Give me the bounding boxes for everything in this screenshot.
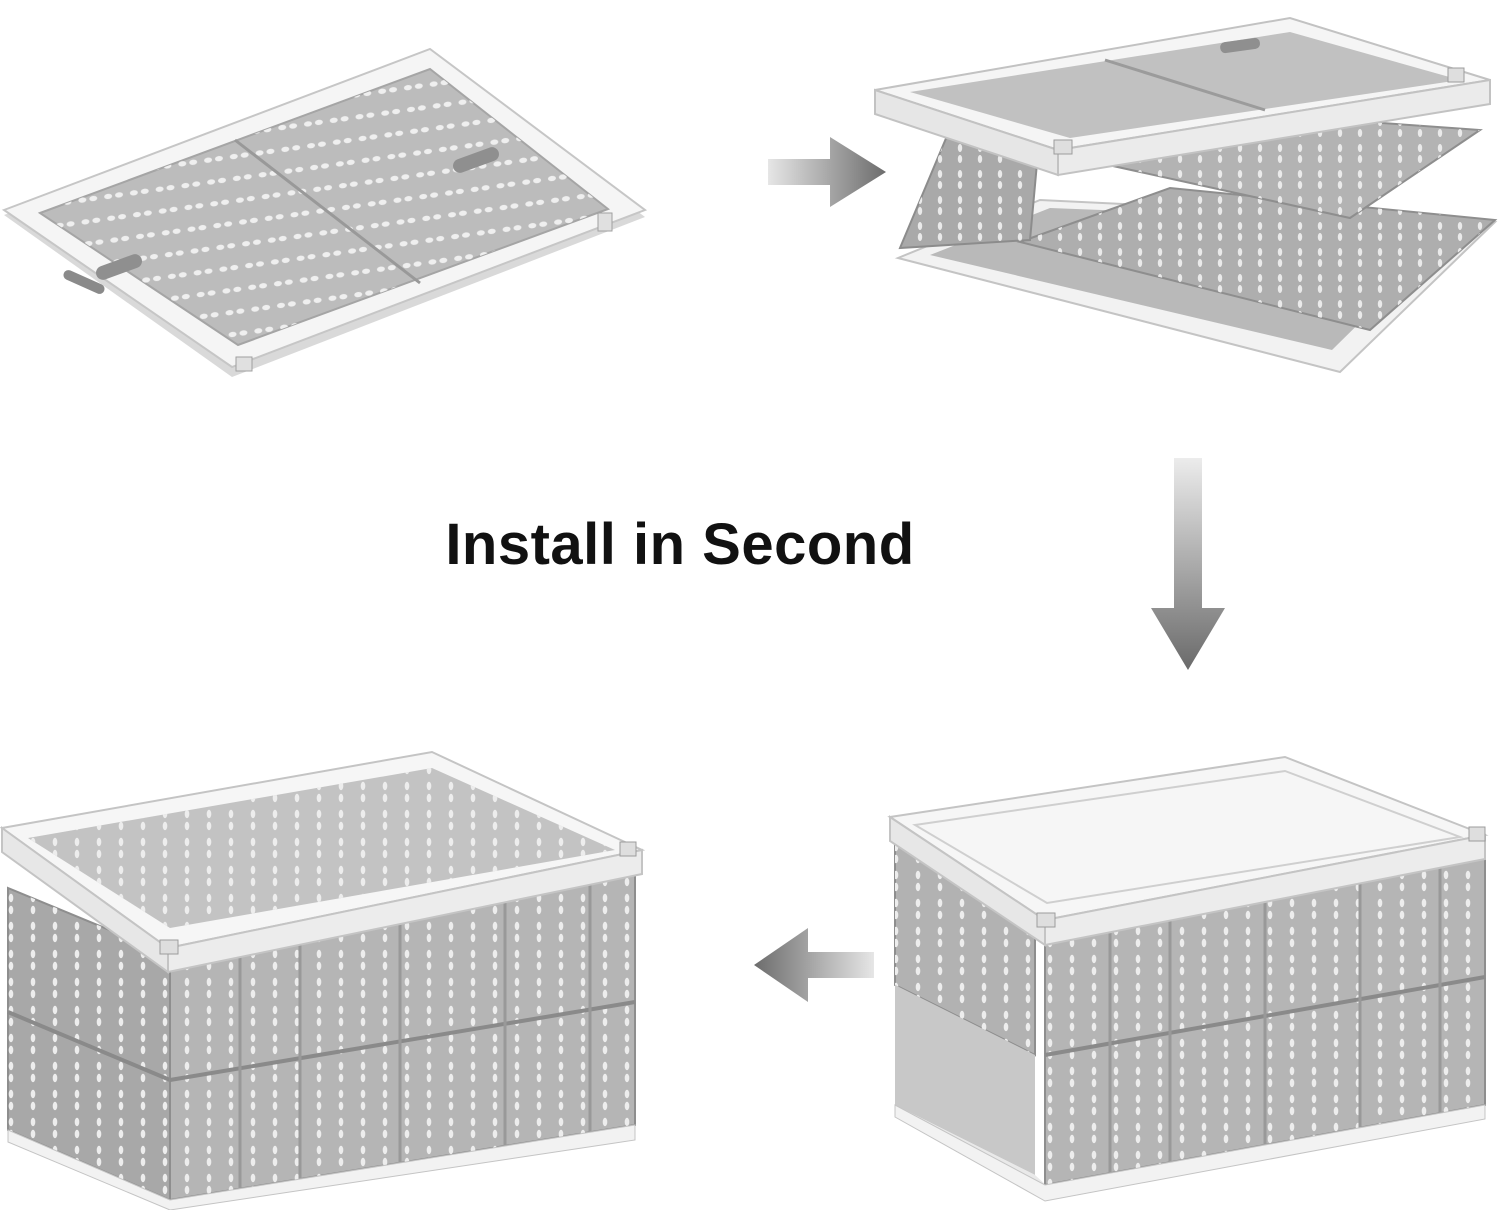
half-unfolded-crate-image xyxy=(870,10,1500,375)
arrow-right-icon xyxy=(768,135,888,210)
arrow-left-icon xyxy=(752,925,874,1005)
arrow-down-icon xyxy=(1150,458,1226,672)
caption-title: Install in Second xyxy=(445,512,915,577)
folded-crate-image xyxy=(0,45,650,380)
open-crate-image xyxy=(0,750,645,1210)
walls-raised-crate-image xyxy=(885,755,1490,1210)
